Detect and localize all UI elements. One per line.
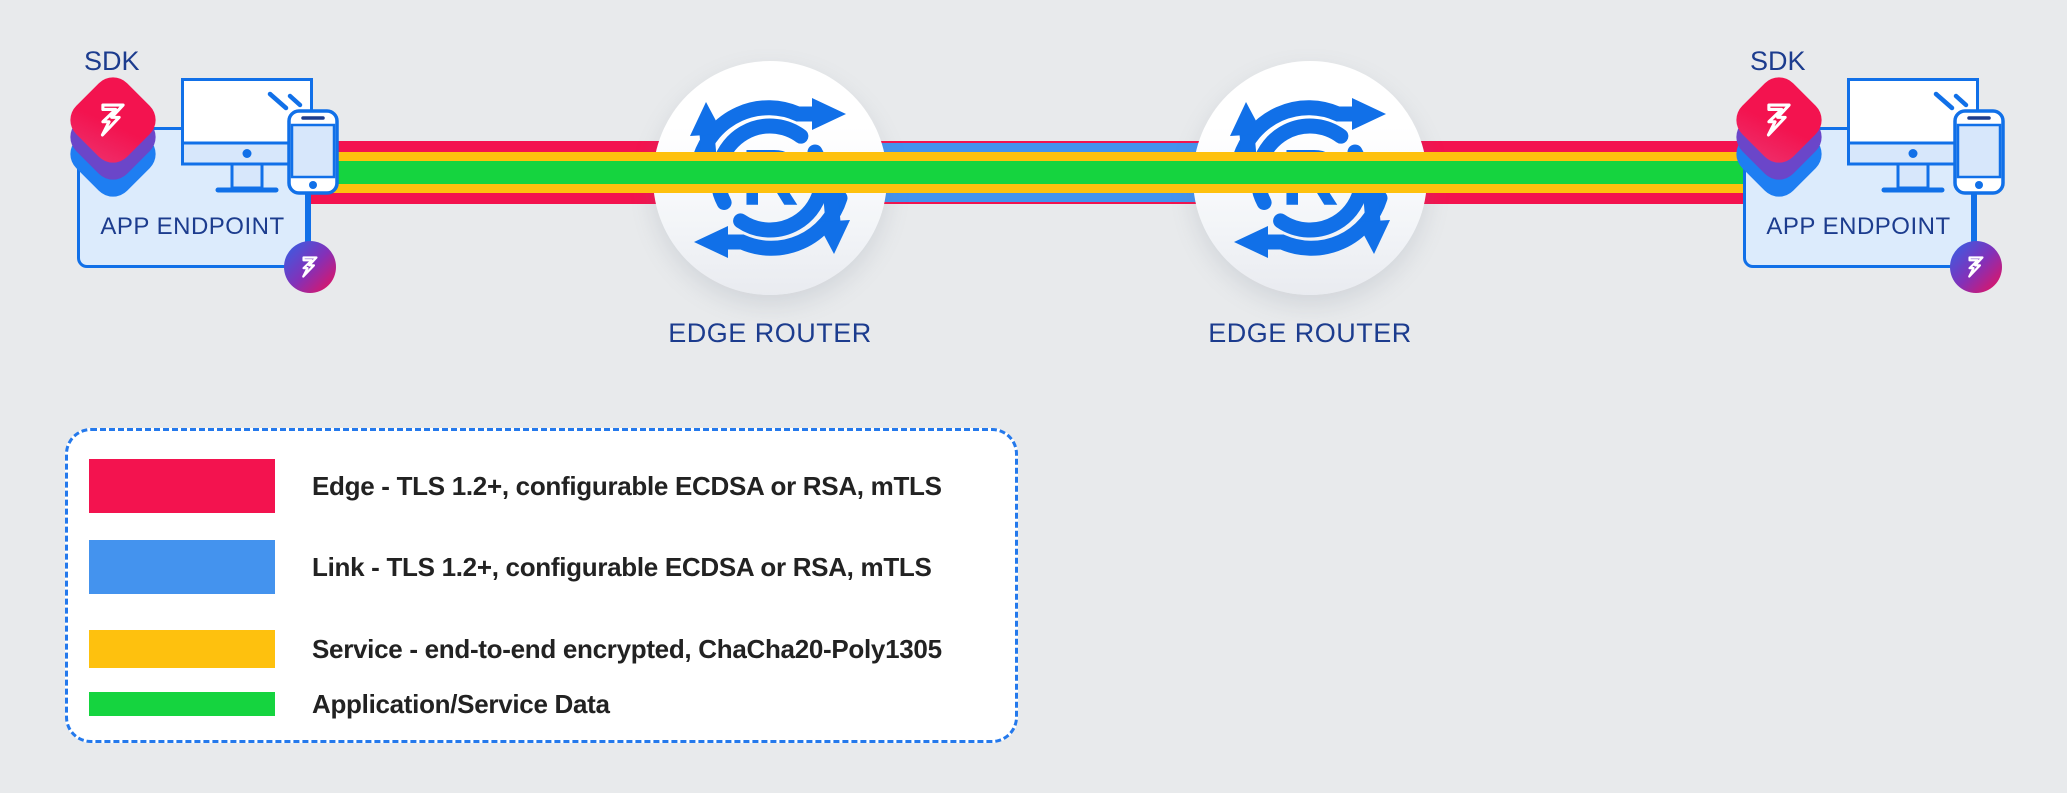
ziti-bolt-icon [100,103,125,137]
legend-row-service: Service - end-to-end encrypted, ChaCha20… [89,630,942,668]
legend-swatch-link [89,540,275,594]
app-endpoint-left: SDK APP ENDPOINT [62,46,352,298]
legend-label: Application/Service Data [312,688,610,719]
legend-label: Edge - TLS 1.2+, configurable ECDSA or R… [312,470,942,501]
router-label: EDGE ROUTER [1208,318,1412,348]
app-endpoint-right: SDK APP ENDPOINT [1728,46,2018,298]
ziti-bolt-icon [1766,103,1791,137]
legend-swatch-edge [89,459,275,513]
legend-label: Link - TLS 1.2+, configurable ECDSA or R… [312,551,932,582]
endpoint-label: APP ENDPOINT [1766,213,1951,240]
sdk-label: SDK [1750,46,1806,76]
legend-label: Service - end-to-end encrypted, ChaCha20… [312,633,942,664]
legend-row-link: Link - TLS 1.2+, configurable ECDSA or R… [89,540,932,594]
legend-swatch-data [89,692,275,716]
endpoint-label: APP ENDPOINT [100,213,285,240]
phone-badge-connector [308,188,311,268]
link-channel-band-bottom [770,193,1310,202]
ziti-bolt-icon [1968,256,1984,278]
legend-box: Edge - TLS 1.2+, configurable ECDSA or R… [65,428,1018,743]
router-label: EDGE ROUTER [668,318,872,348]
ziti-badge-icon [284,241,336,293]
application-data-band [305,161,1762,184]
ziti-badge-icon [1950,241,2002,293]
sdk-label: SDK [84,46,140,76]
link-channel-band-top [770,143,1310,152]
legend-swatch-service [89,630,275,668]
service-channel-band-top [305,152,1762,161]
legend-row-edge: Edge - TLS 1.2+, configurable ECDSA or R… [89,459,942,513]
router-icon: R [690,98,850,258]
mobile-phone-icon [1953,109,2005,195]
service-channel-band-bottom [305,184,1762,193]
ziti-bolt-icon [302,256,318,278]
phone-badge-connector [1974,188,1977,268]
legend-row-data: Application/Service Data [89,689,610,719]
desktop-monitor-icon [1847,78,1979,193]
mobile-phone-icon [287,109,339,195]
